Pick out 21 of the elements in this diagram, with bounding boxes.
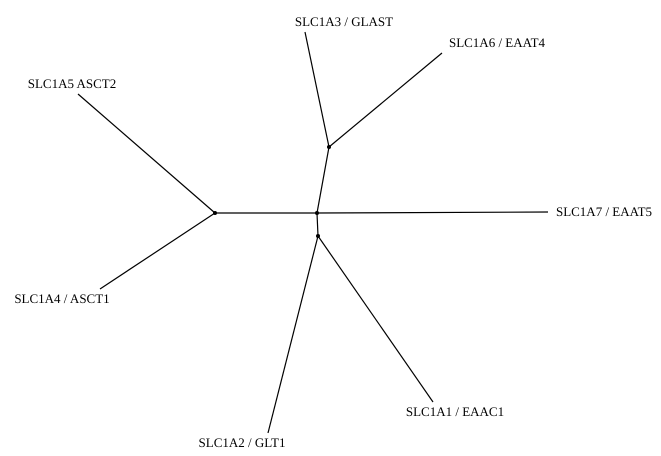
taxon-label: SLC1A2 / GLT1 (190, 433, 294, 453)
tree-branch (215, 212, 317, 214)
tree-branch (100, 212, 216, 290)
tree-branch (316, 146, 330, 214)
branch-node (315, 211, 319, 215)
taxon-label: SLC1A5 ASCT2 (20, 74, 124, 94)
tree-branch (318, 236, 434, 402)
branch-node (316, 234, 320, 238)
tree-branch (304, 32, 330, 148)
taxon-label: SLC1A6 / EAAT4 (438, 33, 556, 53)
taxon-label: SLC1A4 / ASCT1 (10, 289, 114, 309)
tree-branch (317, 211, 548, 214)
branch-node (327, 145, 331, 149)
tree-branch (328, 52, 442, 148)
taxon-label: SLC1A3 / GLAST (290, 12, 398, 32)
branch-node (213, 211, 217, 215)
tree-branch (267, 236, 319, 434)
taxon-label: SLC1A7 / EAAT5 (548, 202, 660, 222)
tree-branch (78, 94, 216, 214)
taxon-label: SLC1A1 / EAAC1 (398, 402, 512, 422)
tree-branch (316, 212, 319, 236)
